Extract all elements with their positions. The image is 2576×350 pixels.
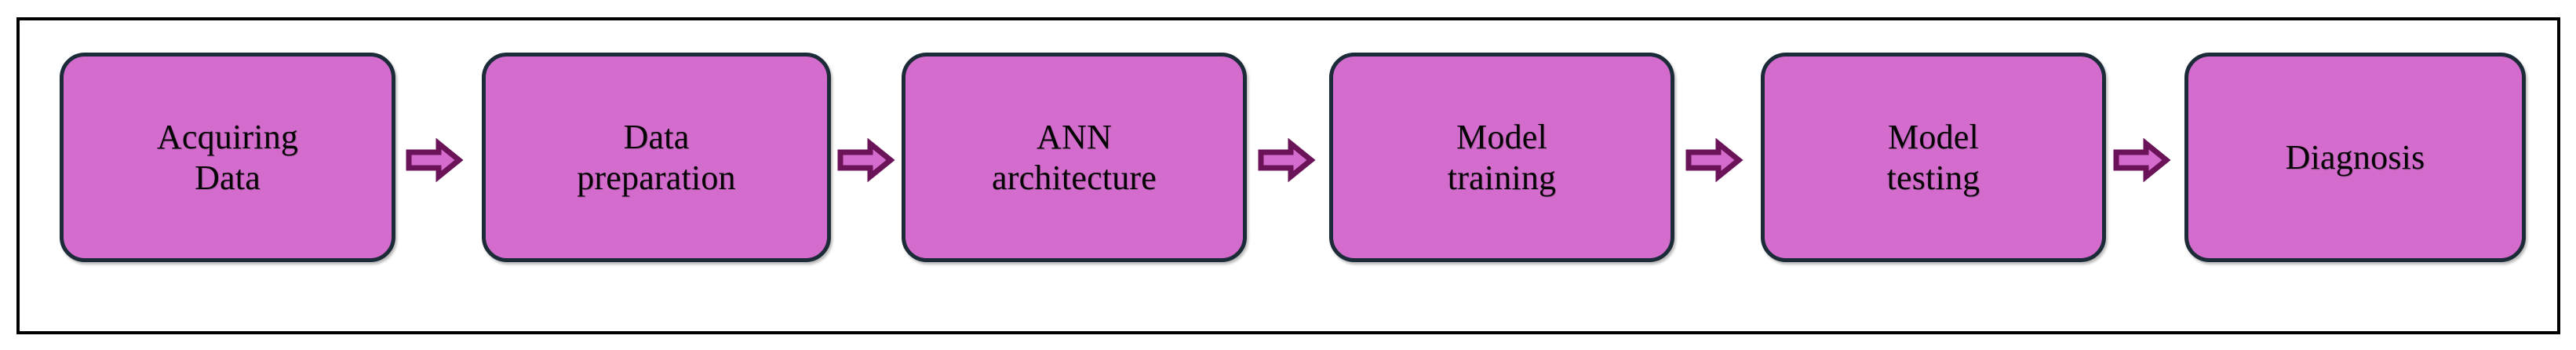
diagram-frame: Acquiring Data Data preparation ANN arch…	[16, 17, 2560, 334]
process-node-ann-architecture[interactable]: ANN architecture	[902, 53, 1247, 262]
process-node-label: Acquiring Data	[156, 117, 299, 197]
process-node-label: Diagnosis	[2285, 137, 2425, 177]
process-node-label: ANN architecture	[991, 117, 1157, 197]
process-node-label: Model training	[1447, 117, 1557, 197]
block-arrow-right-icon	[837, 137, 895, 183]
process-node-model-training[interactable]: Model training	[1329, 53, 1674, 262]
block-arrow-right-icon	[406, 137, 464, 183]
process-node-diagnosis[interactable]: Diagnosis	[2184, 53, 2526, 262]
process-flow-row: Acquiring Data Data preparation ANN arch…	[20, 20, 2557, 331]
process-node-model-testing[interactable]: Model testing	[1761, 53, 2106, 262]
process-node-label: Data preparation	[577, 117, 736, 197]
process-node-data-preparation[interactable]: Data preparation	[482, 53, 831, 262]
process-node-label: Model testing	[1886, 117, 1980, 197]
process-node-acquiring-data[interactable]: Acquiring Data	[60, 53, 395, 262]
block-arrow-right-icon	[2113, 137, 2171, 183]
block-arrow-right-icon	[1685, 137, 1743, 183]
block-arrow-right-icon	[1258, 137, 1316, 183]
